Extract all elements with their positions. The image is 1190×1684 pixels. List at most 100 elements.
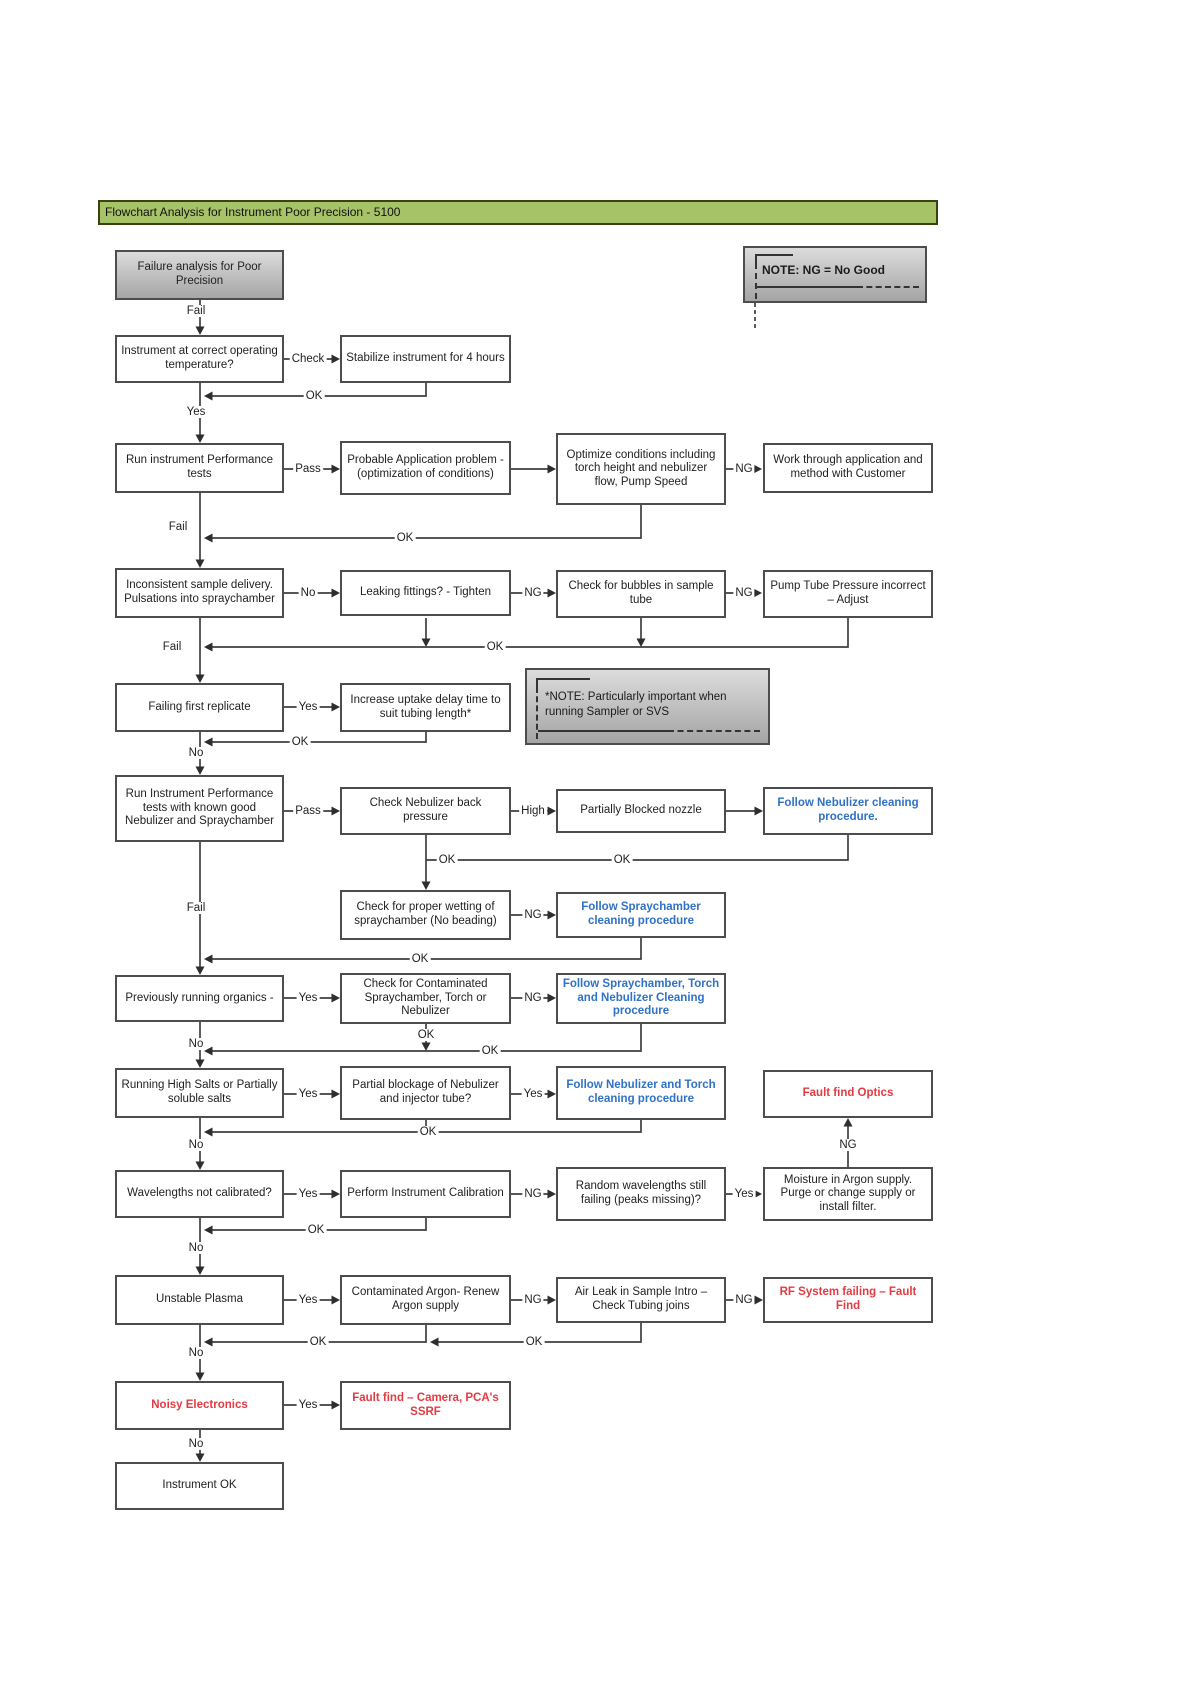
node-r3c3: Optimize conditions including torch heig… (556, 433, 726, 505)
arrowhead-icon (195, 434, 205, 443)
node-r9c3: Follow Nebulizer and Torch cleaning proc… (556, 1066, 726, 1120)
node-r10c2: Perform Instrument Calibration (340, 1170, 511, 1218)
note-dashed-line (536, 687, 538, 739)
note-rule-solid (538, 730, 668, 732)
edge-label-ok: OK (289, 736, 311, 748)
note-rule-dashed (857, 286, 919, 288)
edge-label-yes: Yes (296, 992, 320, 1004)
note-bracket (755, 254, 793, 265)
arrowhead-icon (204, 642, 213, 652)
arrowhead-icon (204, 533, 213, 543)
arrowhead-icon (421, 1042, 431, 1051)
edge-label-ng: NG (522, 992, 544, 1004)
node-r11c3: Air Leak in Sample Intro – Check Tubing … (556, 1277, 726, 1323)
node-r8c2: Check for Contaminated Spraychamber, Tor… (340, 973, 511, 1024)
arrowhead-icon (754, 806, 763, 816)
node-r7c3: Follow Spraychamber cleaning procedure (556, 892, 726, 938)
arrowhead-icon (195, 1453, 205, 1462)
arrowhead-icon (753, 1189, 762, 1199)
node-r4c1: Inconsistent sample delivery. Pulsations… (115, 568, 284, 618)
edge-label-ok: OK (523, 1336, 545, 1348)
arrowhead-icon (204, 1337, 213, 1347)
arrowhead-icon (204, 391, 213, 401)
edge-label-no: No (298, 587, 318, 599)
node-r9c4: Fault find Optics (763, 1070, 933, 1118)
note-bracket (536, 678, 590, 689)
edge-label-yes: Yes (732, 1188, 756, 1200)
node-r5c1: Failing first replicate (115, 683, 284, 732)
node-r12c1: Noisy Electronics (115, 1381, 284, 1430)
node-r9c1: Running High Salts or Partially soluble … (115, 1068, 284, 1118)
edge-label-ng: NG (522, 1188, 544, 1200)
edge-label-no: No (186, 1139, 206, 1151)
edge-label-high: High (519, 805, 547, 817)
node-r4c4: Pump Tube Pressure incorrect – Adjust (763, 570, 933, 618)
note-ng-text: NOTE: NG = No Good (762, 263, 885, 277)
arrowhead-icon (547, 806, 556, 816)
arrowhead-icon (204, 737, 213, 747)
edge-label-ng: NG (837, 1139, 859, 1151)
arrowhead-icon (430, 1337, 439, 1347)
arrowhead-icon (195, 559, 205, 568)
edge-label-ok: OK (307, 1336, 329, 1348)
arrowhead-icon (547, 1189, 556, 1199)
arrowhead-icon (195, 766, 205, 775)
arrowhead-icon (421, 638, 431, 647)
arrowhead-icon (331, 806, 340, 816)
arrowhead-icon (331, 354, 340, 364)
node-r3c2: Probable Application problem - (optimiza… (340, 441, 511, 495)
edge-label-ok: OK (409, 953, 431, 965)
edge-label-ng: NG (522, 1294, 544, 1306)
node-r10c4: Moisture in Argon supply. Purge or chang… (763, 1167, 933, 1221)
arrowhead-icon (331, 1189, 340, 1199)
node-r5c2: Increase uptake delay time to suit tubin… (340, 683, 511, 732)
edge-label-ok: OK (303, 390, 325, 402)
note-rule-solid (757, 286, 857, 288)
edge-label-check: Check (289, 353, 327, 365)
arrowhead-icon (331, 1089, 340, 1099)
arrowhead-icon (195, 1266, 205, 1275)
edge-label-yes: Yes (184, 406, 208, 418)
edge-label-pass: Pass (293, 805, 323, 817)
edge-label-ok: OK (305, 1224, 327, 1236)
edge-label-ok: OK (417, 1126, 439, 1138)
node-r7c2: Check for proper wetting of spraychamber… (340, 890, 511, 940)
arrowhead-icon (547, 464, 556, 474)
arrowhead-icon (547, 993, 556, 1003)
arrowhead-icon (195, 1161, 205, 1170)
edge-label-ok: OK (394, 532, 416, 544)
edge-label-ng: NG (522, 587, 544, 599)
arrowhead-icon (204, 1127, 213, 1137)
arrowhead-icon (331, 1295, 340, 1305)
node-r12c2: Fault find – Camera, PCA's SSRF (340, 1381, 511, 1430)
arrowhead-icon (195, 966, 205, 975)
edge-label-yes: Yes (296, 1294, 320, 1306)
edge-label-yes: Yes (296, 1188, 320, 1200)
arrowhead-icon (204, 1046, 213, 1056)
arrowhead-icon (636, 638, 646, 647)
edge-label-no: No (186, 1038, 206, 1050)
arrowhead-icon (195, 674, 205, 683)
edge-label-fail: Fail (184, 305, 208, 317)
edge-label-ok: OK (611, 854, 633, 866)
edge-label-yes: Yes (296, 1088, 320, 1100)
node-failure: Failure analysis for Poor Precision (115, 250, 284, 300)
node-r4c3: Check for bubbles in sample tube (556, 570, 726, 618)
note-ng-box: NOTE: NG = No Good (743, 246, 927, 303)
note-dashed-line (755, 263, 757, 299)
edge-label-fail: Fail (160, 641, 184, 653)
node-r3c1: Run instrument Performance tests (115, 443, 284, 493)
page-title: Flowchart Analysis for Instrument Poor P… (98, 200, 938, 225)
edge-label-ok: OK (415, 1029, 437, 1041)
arrowhead-icon (547, 588, 556, 598)
node-r8c3: Follow Spraychamber, Torch and Nebulizer… (556, 973, 726, 1024)
arrowhead-icon (753, 464, 762, 474)
node-r10c1: Wavelengths not calibrated? (115, 1170, 284, 1218)
edge-label-yes: Yes (521, 1088, 545, 1100)
node-r6c1: Run Instrument Performance tests with kn… (115, 775, 284, 842)
edge-label-no: No (186, 1347, 206, 1359)
note-uptake-text: *NOTE: Particularly important when runni… (545, 691, 727, 718)
arrowhead-icon (547, 910, 556, 920)
edge-label-no: No (186, 1242, 206, 1254)
